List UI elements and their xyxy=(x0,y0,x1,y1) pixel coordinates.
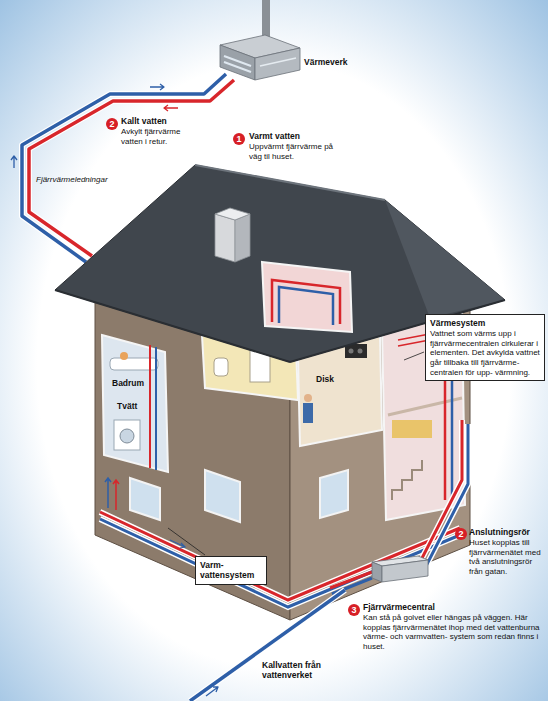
pipe-label: Kallvatten från vattenverket xyxy=(262,660,344,680)
callout-text: Avkylt fjärrvärme vatten i retur. xyxy=(121,127,203,146)
house-pipes xyxy=(100,352,460,607)
callout-heading: Fjärrvärmecentral xyxy=(363,602,435,612)
callout-number: 3 xyxy=(348,604,360,616)
box-heading: Varm- vattensystem xyxy=(200,560,262,580)
callout-text: Uppvärmt fjärrvärme på väg til huset. xyxy=(249,142,341,161)
room-label: Badrum xyxy=(112,378,144,388)
box-text: Vattnet som värms upp i fjärrvärmecentra… xyxy=(430,329,540,377)
room-label: Disk xyxy=(316,374,334,384)
callout-text: Kan stå på golvet eller hängas på väggen… xyxy=(363,613,543,651)
callout-heading: Varmt vatten xyxy=(249,131,300,141)
heating-central xyxy=(372,556,428,582)
callout-number: 2 xyxy=(455,528,467,540)
box-heading: Värmesystem xyxy=(430,318,540,328)
callout-box: VärmesystemVattnet som värms upp i fjärr… xyxy=(425,314,545,381)
connection-pipes xyxy=(190,420,468,701)
pipe-label: Fjärrvärmeledningar xyxy=(36,175,108,185)
callout-heading: Anslutningsrör xyxy=(469,527,530,537)
callout-box: Varm- vattensystem xyxy=(195,556,267,585)
callout-text: Huset kopplas till fjärrvärmenätet med t… xyxy=(469,538,546,576)
room-label: Tvätt xyxy=(117,401,137,411)
plant-label: Värmeverk xyxy=(304,57,347,67)
callout-number: 1 xyxy=(233,133,245,145)
callout-number: 2 xyxy=(106,118,118,130)
plant-building xyxy=(220,0,300,80)
callout-heading: Kallt vatten xyxy=(121,116,167,126)
